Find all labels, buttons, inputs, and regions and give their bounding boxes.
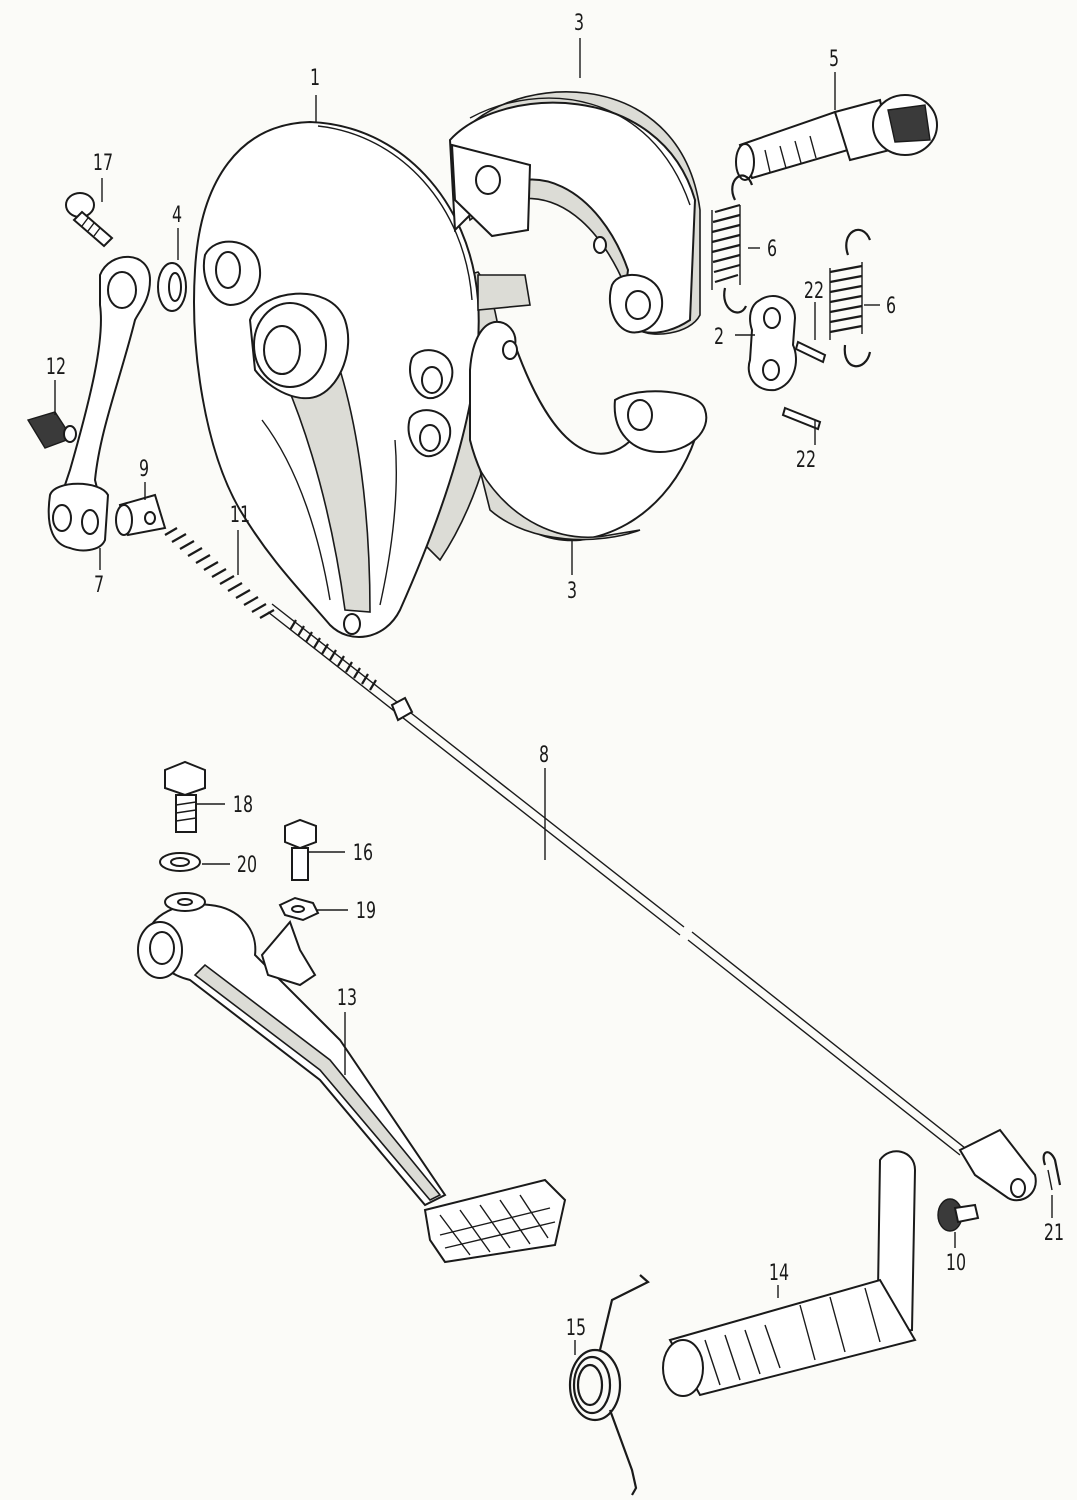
part-21-cotter-pin bbox=[1042, 1151, 1062, 1191]
part-18-bolt bbox=[164, 760, 206, 833]
part-3-brake-shoe-lower bbox=[469, 274, 708, 542]
part-22-pins bbox=[781, 340, 827, 431]
label-part-7: 7 bbox=[94, 571, 104, 597]
label-part-18: 18 bbox=[233, 791, 253, 817]
part-1-brake-panel bbox=[193, 120, 501, 638]
part-16-bolt bbox=[284, 818, 317, 881]
part-number-labels: 1 2 3 3 4 5 6 6 7 8 9 10 11 12 13 14 15 … bbox=[46, 9, 1064, 1340]
label-part-1: 1 bbox=[310, 64, 320, 90]
part-8-brake-rod bbox=[267, 603, 1037, 1202]
label-part-13: 13 bbox=[337, 984, 357, 1010]
part-12-stop-switch bbox=[26, 411, 77, 449]
part-5-brake-cam bbox=[735, 94, 938, 181]
part-13-brake-pedal bbox=[137, 892, 567, 1264]
label-part-12: 12 bbox=[46, 353, 66, 379]
part-15-pedal-return-spring bbox=[568, 1274, 650, 1496]
label-part-14: 14 bbox=[769, 1259, 789, 1285]
label-part-17: 17 bbox=[93, 149, 113, 175]
label-part-21: 21 bbox=[1044, 1219, 1064, 1245]
label-part-2: 2 bbox=[714, 323, 724, 349]
label-part-10: 10 bbox=[946, 1249, 966, 1275]
part-10-joint-pin bbox=[937, 1198, 980, 1232]
part-14-pedal-shaft bbox=[662, 1150, 917, 1397]
label-part-22: 22 bbox=[796, 446, 816, 472]
label-part-6: 6 bbox=[886, 292, 896, 318]
part-9-brake-rod-joint bbox=[115, 493, 167, 537]
label-part-5: 5 bbox=[829, 45, 839, 71]
part-20-spring-washer bbox=[159, 852, 201, 872]
part-3-brake-shoe-upper bbox=[448, 91, 701, 335]
label-part-16: 16 bbox=[353, 839, 373, 865]
label-part-4: 4 bbox=[172, 201, 182, 227]
label-part-9: 9 bbox=[139, 455, 149, 481]
label-part-15: 15 bbox=[566, 1314, 586, 1340]
part-17-bolt bbox=[65, 192, 114, 248]
part-2-anchor-plate bbox=[747, 295, 797, 392]
part-19-nut bbox=[278, 896, 320, 922]
label-part-22: 22 bbox=[804, 277, 824, 303]
label-part-19: 19 bbox=[356, 897, 376, 923]
label-part-20: 20 bbox=[237, 851, 257, 877]
label-part-8: 8 bbox=[539, 741, 549, 767]
part-6-return-spring-right bbox=[829, 228, 872, 368]
part-7-brake-arm bbox=[47, 255, 152, 552]
part-6-return-spring-left bbox=[711, 174, 754, 314]
part-11-brake-rod-spring bbox=[164, 527, 275, 619]
label-part-3: 3 bbox=[574, 9, 584, 35]
label-part-3: 3 bbox=[567, 577, 577, 603]
part-4-washer bbox=[157, 262, 187, 312]
leader-lines bbox=[54, 38, 1053, 1355]
label-part-11: 11 bbox=[230, 501, 250, 527]
label-part-6: 6 bbox=[767, 235, 777, 261]
